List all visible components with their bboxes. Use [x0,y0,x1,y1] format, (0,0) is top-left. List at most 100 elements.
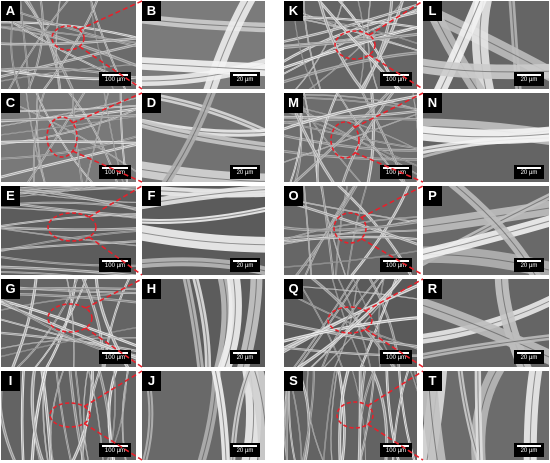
sem-panel-i: I 100 µm [1,371,136,460]
scale-bar-line [517,74,541,76]
scale-bar-line [383,352,409,354]
scale-bar-label: 20 µm [236,170,254,176]
scale-bar-label: 100 µm [104,355,126,361]
panel-label: O [284,186,303,206]
panel-label: Q [284,279,303,299]
scale-bar: 100 µm [380,165,412,179]
panel-label: B [142,1,161,21]
sem-panel-q: Q 100 µm [284,279,417,367]
panel-label: M [284,93,303,113]
scale-bar-line [233,167,257,169]
scale-bar-line [517,445,541,447]
panel-label: I [1,371,20,391]
scale-bar-line [102,352,128,354]
scale-bar-line [383,260,409,262]
panel-label: L [423,1,442,21]
scale-bar-label: 100 µm [104,170,126,176]
scale-bar: 20 µm [230,72,260,86]
scale-bar: 100 µm [99,258,131,272]
scale-bar-line [233,74,257,76]
scale-bar-label: 100 µm [385,355,407,361]
sem-panel-b: B 20 µm [142,1,265,89]
panel-label: P [423,186,442,206]
scale-bar-label: 100 µm [385,77,407,83]
scale-bar-label: 20 µm [520,77,538,83]
scale-bar-label: 100 µm [385,448,407,454]
scale-bar-line [383,167,409,169]
sem-panel-h: H 20 µm [142,279,265,367]
sem-panel-a: A 100 µm [1,1,136,89]
sem-panel-g: G 100 µm [1,279,136,367]
scale-bar: 20 µm [514,165,544,179]
scale-bar: 100 µm [380,350,412,364]
scale-bar: 20 µm [514,258,544,272]
panel-label: G [1,279,20,299]
scale-bar: 20 µm [230,443,260,457]
sem-panel-r: R 20 µm [423,279,549,367]
scale-bar: 20 µm [514,350,544,364]
scale-bar-label: 100 µm [104,448,126,454]
scale-bar-line [233,260,257,262]
scale-bar-label: 20 µm [236,448,254,454]
scale-bar: 20 µm [514,443,544,457]
scale-bar-label: 20 µm [520,448,538,454]
panel-label: C [1,93,20,113]
sem-panel-d: D 20 µm [142,93,265,182]
panel-label: R [423,279,442,299]
scale-bar-label: 100 µm [385,263,407,269]
sem-panel-s: S 100 µm [284,371,417,460]
panel-label: E [1,186,20,206]
sem-panel-p: P 20 µm [423,186,549,275]
scale-bar-line [102,445,128,447]
scale-bar-label: 20 µm [236,77,254,83]
scale-bar: 20 µm [230,258,260,272]
scale-bar-label: 20 µm [520,263,538,269]
sem-panel-l: L 20 µm [423,1,549,89]
scale-bar-label: 100 µm [104,263,126,269]
panel-label: T [423,371,442,391]
scale-bar-line [383,74,409,76]
scale-bar-line [517,260,541,262]
scale-bar: 100 µm [99,165,131,179]
scale-bar-line [517,352,541,354]
sem-panel-m: M 100 µm [284,93,417,182]
scale-bar: 100 µm [380,258,412,272]
scale-bar: 100 µm [99,72,131,86]
scale-bar: 20 µm [230,350,260,364]
panel-label: S [284,371,303,391]
sem-panel-c: C 100 µm [1,93,136,182]
sem-panel-o: O 100 µm [284,186,417,275]
panel-label: F [142,186,161,206]
scale-bar-line [102,74,128,76]
panel-label: K [284,1,303,21]
scale-bar: 20 µm [514,72,544,86]
scale-bar: 100 µm [99,443,131,457]
sem-panel-k: K 100 µm [284,1,417,89]
scale-bar-label: 20 µm [520,170,538,176]
scale-bar-label: 20 µm [520,355,538,361]
scale-bar-label: 100 µm [104,77,126,83]
scale-bar-line [233,352,257,354]
scale-bar: 100 µm [380,443,412,457]
scale-bar: 100 µm [380,72,412,86]
panel-label: D [142,93,161,113]
scale-bar-label: 20 µm [236,263,254,269]
scale-bar-line [102,167,128,169]
scale-bar-line [233,445,257,447]
sem-panel-t: T 20 µm [423,371,549,460]
panel-label: A [1,1,20,21]
scale-bar-line [102,260,128,262]
scale-bar-label: 20 µm [236,355,254,361]
scale-bar: 20 µm [230,165,260,179]
sem-panel-j: J 20 µm [142,371,265,460]
panel-label: J [142,371,161,391]
scale-bar-line [517,167,541,169]
sem-panel-f: F 20 µm [142,186,265,275]
scale-bar: 100 µm [99,350,131,364]
scale-bar-label: 100 µm [385,170,407,176]
panel-label: N [423,93,442,113]
sem-panel-e: E 100 µm [1,186,136,275]
panel-label: H [142,279,161,299]
scale-bar-line [383,445,409,447]
